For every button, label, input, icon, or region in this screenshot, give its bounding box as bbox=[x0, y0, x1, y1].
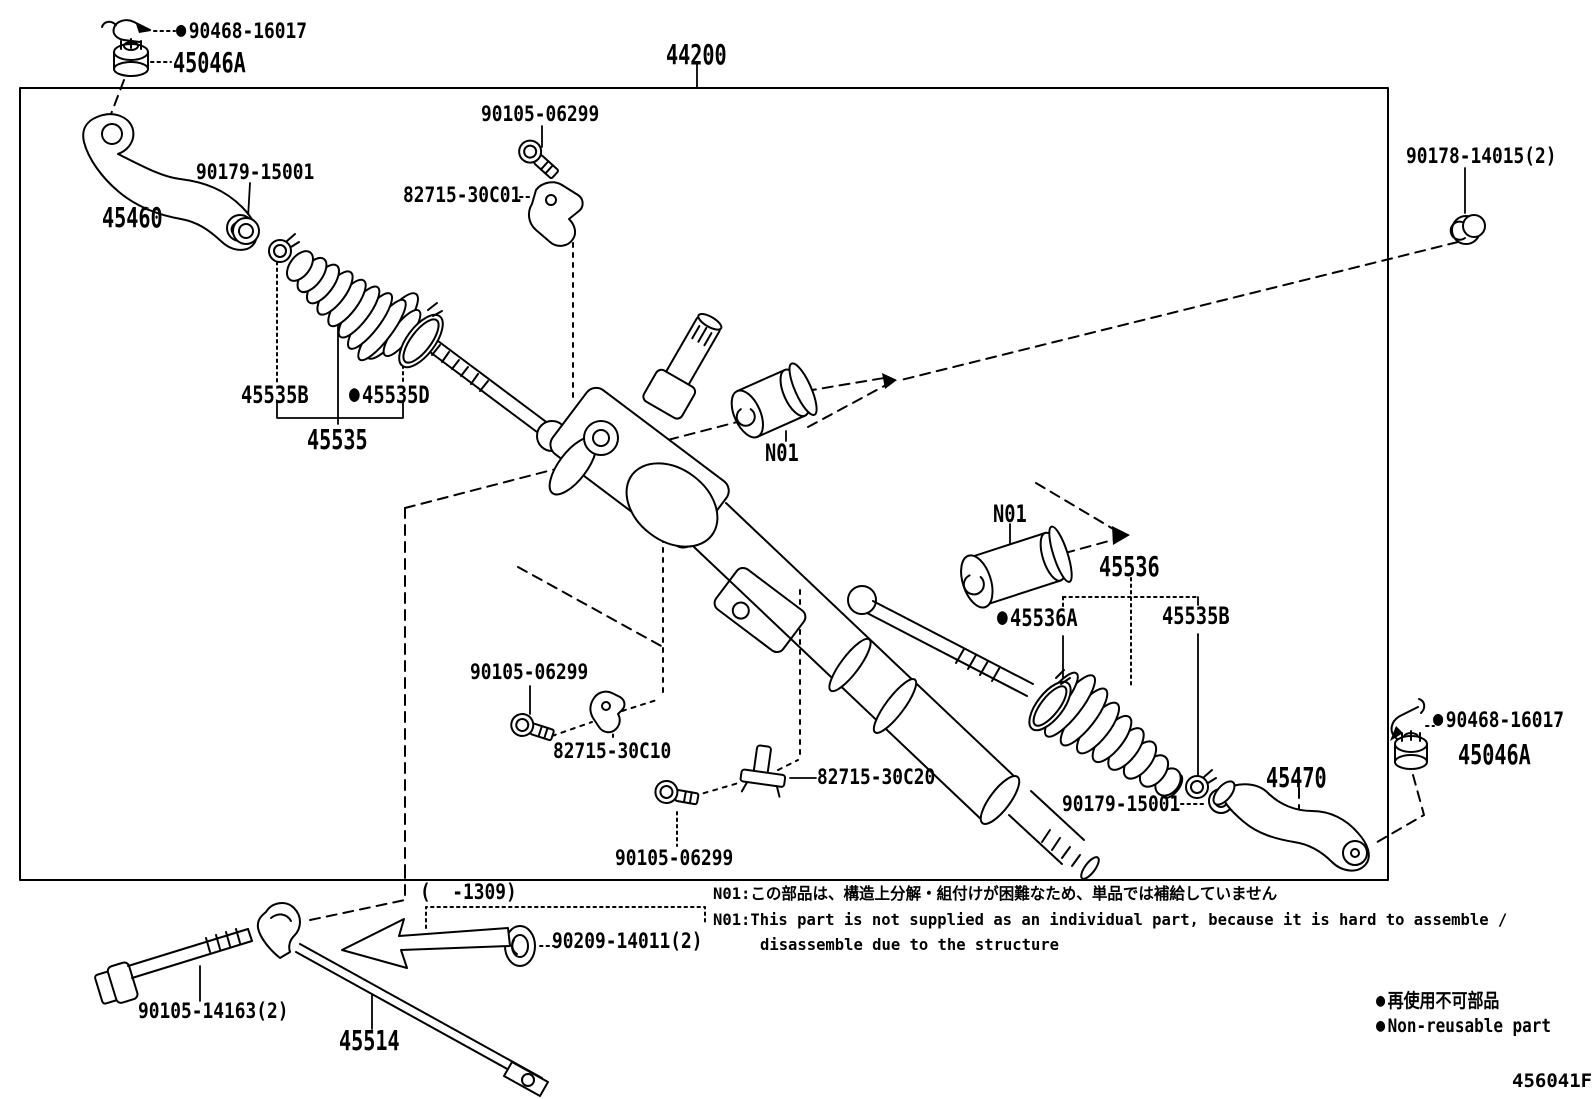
inner-rod-left-drawing bbox=[429, 340, 568, 452]
clamp-mid-drawing bbox=[589, 690, 626, 734]
callout-45535B-right[interactable]: 45535B bbox=[1162, 602, 1230, 630]
non-reusable-icon: ● bbox=[1433, 706, 1444, 730]
relay-rod-drawing bbox=[256, 902, 549, 1097]
non-reusable-icon: ● bbox=[349, 381, 360, 407]
callout-n01-lower: N01 bbox=[993, 500, 1027, 528]
callout-90178-14015[interactable]: 90178-14015(2) bbox=[1406, 144, 1557, 168]
callout-44200[interactable]: 44200 bbox=[666, 38, 727, 71]
callout-82715-30C10[interactable]: 82715-30C10 bbox=[553, 739, 672, 763]
bolt-top-drawing bbox=[518, 139, 559, 179]
callout-82715-30C20[interactable]: 82715-30C20 bbox=[817, 765, 936, 789]
mount-bushing-upper-drawing bbox=[730, 362, 818, 439]
legend-non-reusable-jp: ●再使用不可部品 bbox=[1376, 990, 1500, 1012]
nut-top-right-drawing bbox=[1449, 214, 1486, 245]
callout-90105-06299-mid[interactable]: 90105-06299 bbox=[470, 660, 589, 684]
callout-45046A-right[interactable]: 45046A bbox=[1458, 738, 1531, 771]
bolt-bottom-drawing bbox=[654, 779, 700, 806]
callout-90179-15001-right[interactable]: 90179-15001 bbox=[1062, 792, 1181, 816]
boot-left-drawing bbox=[286, 250, 422, 362]
cotter-pin-top-left-drawing bbox=[101, 19, 151, 43]
callout-45536[interactable]: 45536 bbox=[1099, 550, 1160, 583]
bolt-mid-left-drawing bbox=[510, 712, 555, 742]
boot-clamp-right-drawing bbox=[1028, 669, 1072, 732]
callout-n01-upper: N01 bbox=[765, 439, 799, 467]
note-en-line2: disassemble due to the structure bbox=[760, 935, 1060, 954]
steering-gear-drawing bbox=[548, 312, 1100, 880]
callout-90105-14163[interactable]: 90105-14163(2) bbox=[138, 999, 289, 1023]
boot-clip-right-drawing bbox=[1185, 769, 1217, 799]
tie-rod-right-drawing bbox=[1212, 780, 1370, 872]
callout-90468-16017-right[interactable]: ●90468-16017 bbox=[1433, 706, 1564, 732]
callout-45535[interactable]: 45535 bbox=[307, 423, 368, 456]
callout-90105-06299-bottom[interactable]: 90105-06299 bbox=[615, 846, 734, 870]
callout-45536A[interactable]: ●45536A bbox=[997, 604, 1078, 632]
clamp-lower-drawing bbox=[739, 744, 787, 798]
note-jp: N01:この部品は、構造上分解・組付けが困難なため、単品では補給していません bbox=[713, 884, 1278, 903]
callout-90468-16017-top-left[interactable]: ●90468-16017 bbox=[176, 17, 307, 43]
boot-clamp-left-drawing bbox=[398, 302, 444, 369]
cotter-pin-right-drawing bbox=[1390, 698, 1426, 746]
non-reusable-icon: ● bbox=[1376, 1015, 1386, 1036]
callout-45046A-top-left[interactable]: 45046A bbox=[173, 46, 246, 79]
non-reusable-icon: ● bbox=[1376, 990, 1386, 1011]
direction-arrow-drawing bbox=[341, 918, 511, 969]
callout-90209-14011[interactable]: 90209-14011(2) bbox=[552, 929, 703, 953]
clamp-top-drawing bbox=[527, 181, 584, 247]
lock-nut-left-drawing bbox=[232, 217, 260, 245]
note-en-line1: N01:This part is not supplied as an indi… bbox=[713, 910, 1508, 929]
callout-45535B-left[interactable]: 45535B bbox=[241, 381, 309, 409]
callout-90179-15001-left[interactable]: 90179-15001 bbox=[196, 160, 315, 184]
figure-code: 456041F bbox=[1512, 1070, 1592, 1092]
callout-90105-06299-top[interactable]: 90105-06299 bbox=[481, 102, 600, 126]
washer-bottom-drawing bbox=[504, 925, 536, 967]
callout-45470[interactable]: 45470 bbox=[1266, 761, 1327, 794]
castle-nut-right-drawing bbox=[1394, 730, 1428, 770]
legend-non-reusable-en: ●Non-reusable part bbox=[1376, 1015, 1551, 1037]
non-reusable-icon: ● bbox=[176, 17, 187, 41]
callout-45514[interactable]: 45514 bbox=[339, 1024, 400, 1057]
callout-45535D[interactable]: ●45535D bbox=[349, 381, 430, 409]
callout-82715-30C01[interactable]: 82715-30C01 bbox=[403, 183, 522, 207]
callout-45460[interactable]: 45460 bbox=[102, 201, 163, 234]
callout-date-range: ( -1309) bbox=[420, 880, 517, 904]
mount-bushing-lower-drawing bbox=[960, 525, 1073, 609]
boot-clip-left-drawing bbox=[268, 233, 300, 263]
bolt-long-drawing bbox=[94, 928, 253, 1005]
non-reusable-icon: ● bbox=[997, 604, 1008, 630]
diagram-frame bbox=[19, 87, 1389, 881]
castle-nut-top-left-drawing bbox=[113, 38, 149, 77]
